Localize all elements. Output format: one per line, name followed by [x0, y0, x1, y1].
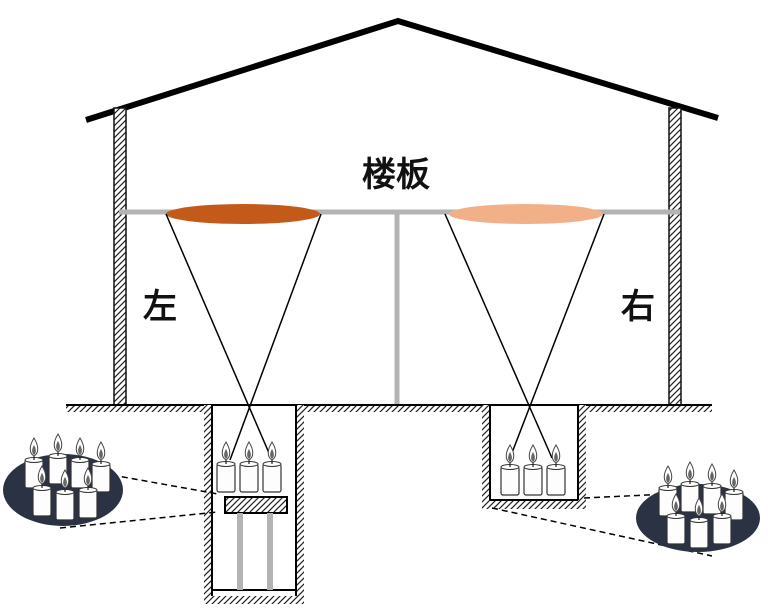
left-ray: [165, 213, 273, 461]
right-label: 右: [621, 287, 655, 327]
left-callout-line: [111, 474, 219, 495]
right-spot: [449, 204, 603, 224]
left-pit-candles: [216, 441, 282, 493]
left-wall: [113, 107, 127, 407]
left-platform: [224, 496, 288, 514]
right-candle-group: [636, 461, 760, 552]
ground: [66, 404, 712, 412]
left-label: 左: [143, 287, 177, 327]
roof: [85, 17, 719, 123]
right-callout-line: [491, 507, 713, 557]
right-ray: [509, 213, 605, 459]
left-pit: [204, 405, 304, 604]
right-wall: [668, 107, 682, 407]
left-callout-line: [59, 511, 219, 529]
left-candle-group: [3, 433, 123, 526]
left-ray: [229, 213, 322, 461]
right-pit: [482, 405, 586, 509]
left-spot: [166, 204, 320, 224]
right-pit-candles: [500, 444, 566, 496]
right-ray: [444, 213, 553, 459]
floor-label: 楼板: [362, 155, 430, 195]
